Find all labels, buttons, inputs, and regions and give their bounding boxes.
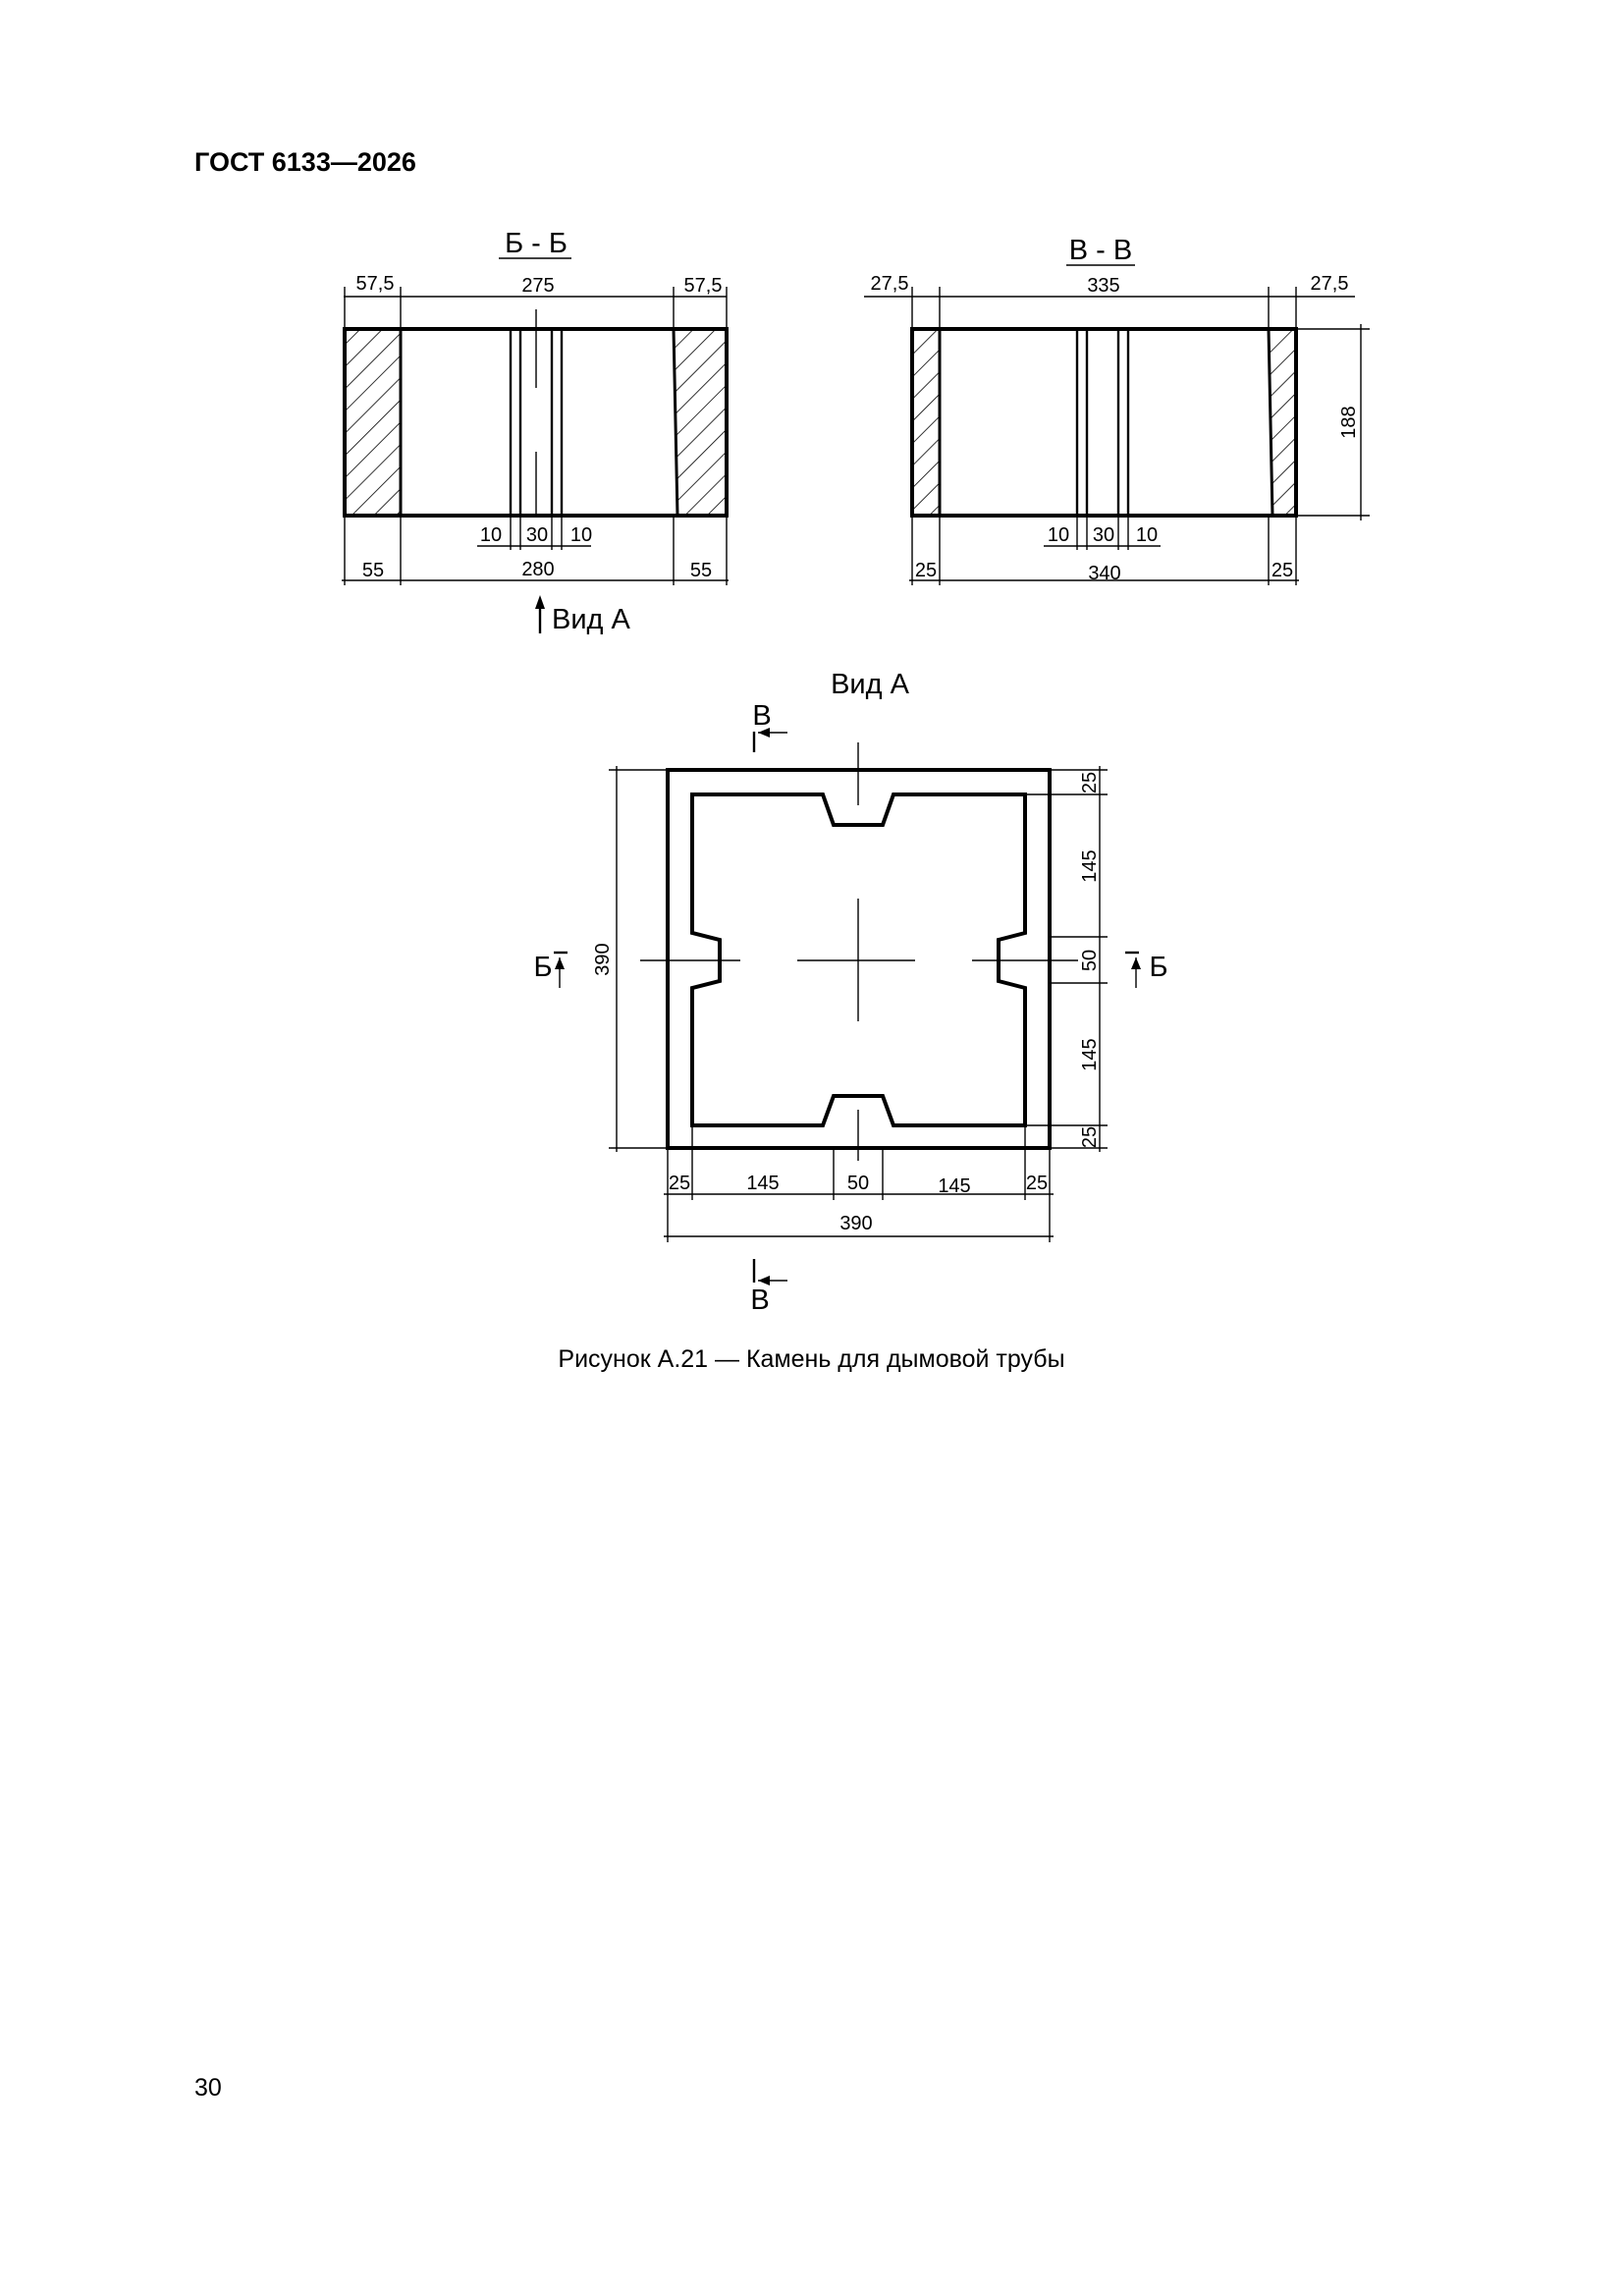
- vv-height-dim: 188: [1338, 406, 1360, 438]
- section-mark-arrowhead: [1131, 957, 1141, 969]
- section-mark-v-bottom: В: [750, 1285, 769, 1316]
- vv-top-dim-right: 27,5: [1311, 273, 1349, 295]
- view-a-bottom-dim-2: 145: [746, 1173, 779, 1194]
- vv-slot-dim-right: 10: [1136, 524, 1158, 546]
- bb-slot-dim-middle: 30: [526, 524, 548, 546]
- document-header: ГОСТ 6133—2026: [194, 147, 416, 177]
- section-mark-arrowhead: [758, 728, 770, 738]
- figure-caption: Рисунок А.21 — Камень для дымовой трубы: [558, 1345, 1065, 1373]
- section-mark-b-left: Б: [533, 952, 552, 983]
- view-a-right-dim-5: 25: [1079, 1126, 1101, 1148]
- vv-body-outline: [910, 327, 1298, 518]
- section-vv: В - В 27,5 335 27,5 188 10 30 10: [864, 235, 1370, 585]
- section-bb-title: Б - Б: [505, 228, 568, 259]
- bb-right-wall-hatch: [672, 327, 729, 518]
- page-number: 30: [194, 2074, 222, 2102]
- view-a-bottom-dim-4: 145: [938, 1175, 970, 1197]
- view-a-arrow-label: Вид А: [552, 604, 631, 635]
- vv-bottom-dim-right: 25: [1271, 560, 1293, 581]
- bb-slot-dim-left: 10: [480, 524, 502, 546]
- bb-top-dim-left: 57,5: [356, 273, 395, 295]
- view-a-right-dim-1: 25: [1079, 772, 1101, 793]
- vv-left-wall-hatch: [910, 327, 942, 518]
- view-a-bottom-dim-5: 25: [1026, 1173, 1048, 1194]
- bb-top-dim-right: 57,5: [684, 275, 723, 297]
- vv-top-dim-left: 27,5: [871, 273, 909, 295]
- view-a-bottom-total: 390: [839, 1213, 872, 1234]
- view-a-right-dim-2: 145: [1079, 849, 1101, 882]
- view-a-title: Вид А: [831, 669, 910, 700]
- bb-slot-dim-right: 10: [570, 524, 592, 546]
- view-a: Вид А В В Б Б 390: [533, 669, 1167, 1316]
- vv-bottom-dim-left: 25: [915, 560, 937, 581]
- bb-bottom-dim-right: 55: [690, 560, 712, 581]
- view-a-bottom-dim-3: 50: [847, 1173, 869, 1194]
- bb-left-wall-hatch: [343, 327, 403, 518]
- bb-top-dim-middle: 275: [521, 275, 554, 297]
- view-a-right-dim-3: 50: [1079, 950, 1101, 971]
- view-a-right-dim-4: 145: [1079, 1038, 1101, 1070]
- vv-top-dim-middle: 335: [1087, 275, 1119, 297]
- section-bb: Б - Б 57,5 275 57,5 10 30 10: [342, 228, 729, 635]
- view-a-bottom-dim-1: 25: [669, 1173, 690, 1194]
- bb-bottom-dim-left: 55: [362, 560, 384, 581]
- bb-bottom-dim-middle: 280: [521, 559, 554, 580]
- section-mark-b-right: Б: [1149, 952, 1167, 983]
- view-a-arrow: [535, 595, 545, 633]
- vv-right-wall-hatch: [1267, 327, 1298, 518]
- vv-slot-dim-left: 10: [1048, 524, 1069, 546]
- view-a-left-dim: 390: [592, 943, 614, 975]
- vv-slot-dim-middle: 30: [1093, 524, 1114, 546]
- section-mark-v-top: В: [752, 700, 771, 732]
- vv-bottom-dim-middle: 340: [1088, 563, 1120, 584]
- section-vv-title: В - В: [1069, 235, 1132, 266]
- section-mark-arrowhead: [555, 957, 565, 969]
- section-mark-arrowhead: [758, 1276, 770, 1285]
